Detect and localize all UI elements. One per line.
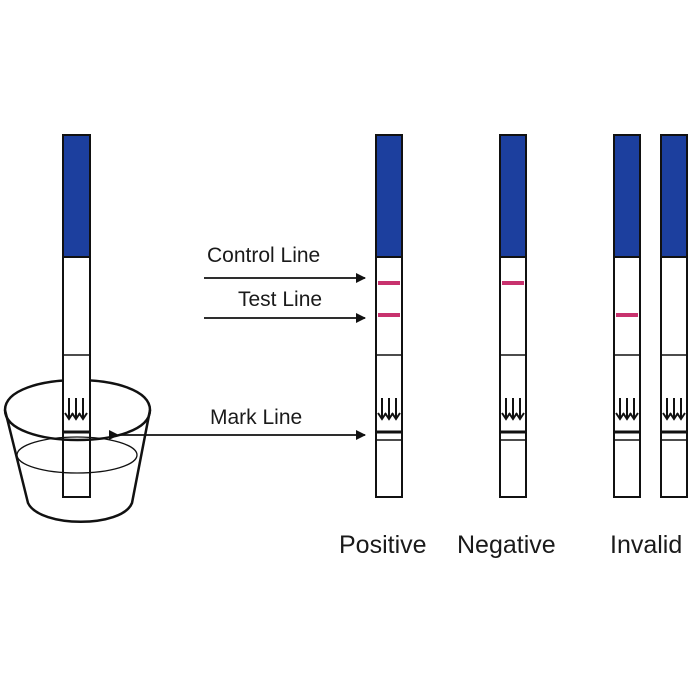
down-arrow-head [515, 412, 525, 421]
strip-handle [499, 134, 527, 258]
cup-rim-front [3, 409, 152, 442]
result-label-negative: Negative [457, 531, 556, 559]
result-strip [499, 134, 527, 498]
down-arrow-head [377, 412, 387, 421]
strip-body [660, 256, 688, 498]
down-arrow-head [676, 412, 686, 421]
strip-handle [660, 134, 688, 258]
down-arrow-head [391, 412, 401, 421]
test-line-label: Test Line [238, 288, 322, 311]
strip-down-arrows-icon [501, 398, 525, 421]
down-arrow-head [622, 412, 632, 421]
result-strips [375, 134, 688, 498]
dipped-test-strip [62, 134, 91, 498]
down-arrow-head [629, 412, 639, 421]
result-label-invalid: Invalid [610, 531, 682, 559]
down-arrow-head [508, 412, 518, 421]
down-arrow-head [669, 412, 679, 421]
result-labels: Positive Negative Invalid [339, 531, 682, 559]
strip-handle [375, 134, 403, 258]
dipped-strip-down-arrows-icon [64, 398, 88, 421]
control-line-label: Control Line [207, 244, 320, 267]
strip-down-arrows-icon [662, 398, 686, 421]
result-strip [660, 134, 688, 498]
result-strip [613, 134, 641, 498]
result-label-positive: Positive [339, 531, 427, 559]
strip-handle [613, 134, 641, 258]
result-strip [375, 134, 403, 498]
down-arrow-head [501, 412, 511, 421]
strip-body [613, 256, 641, 498]
down-arrow-head [662, 412, 672, 421]
strip-down-arrows-icon [377, 398, 401, 421]
down-arrow-head [384, 412, 394, 421]
cup-body [3, 409, 152, 523]
cup-with-strip [3, 134, 152, 523]
mark-line-label: Mark Line [210, 406, 302, 429]
strip-down-arrows-icon [615, 398, 639, 421]
strip-body [375, 256, 403, 498]
cup-liquid-level [16, 436, 138, 474]
strip-body [499, 256, 527, 498]
down-arrow-head [615, 412, 625, 421]
annotations: Control Line Test Line Mark Line [109, 244, 366, 440]
